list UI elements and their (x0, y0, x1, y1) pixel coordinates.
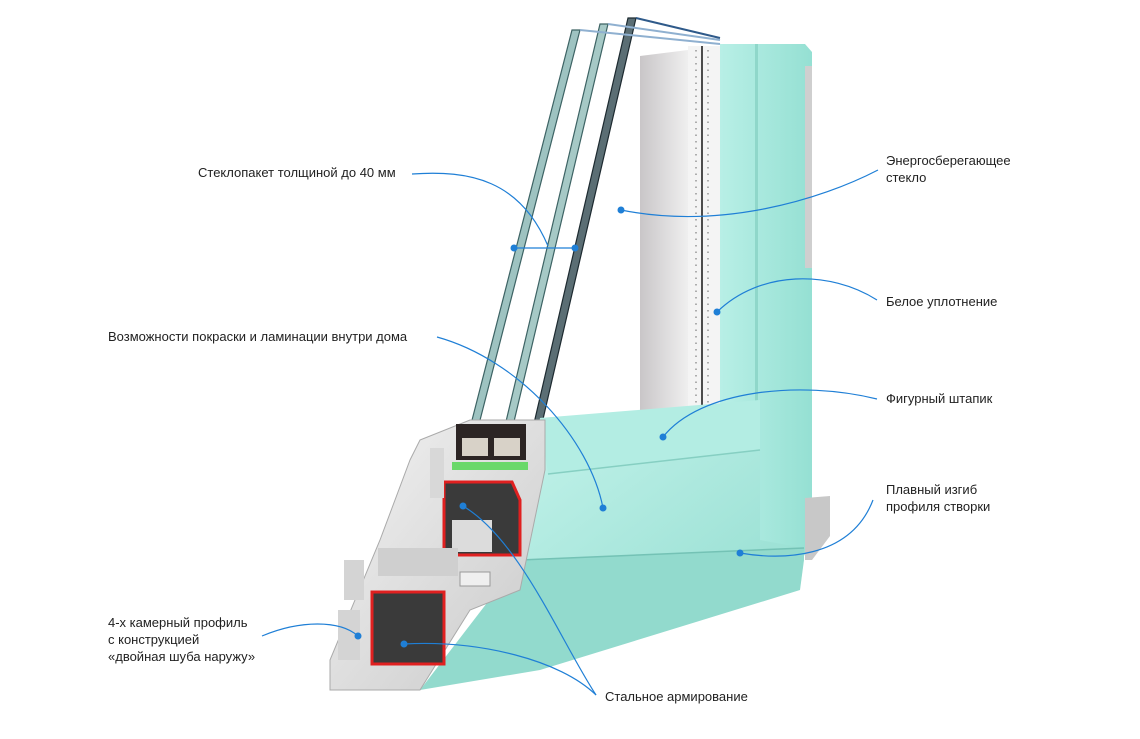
chamber (378, 548, 458, 576)
leader-dots (354, 206, 744, 648)
glass-pane-inner (531, 17, 637, 433)
label-glazing-bead: Фигурный штапик (886, 390, 992, 407)
leader-lines (261, 169, 879, 696)
leader-glazing-bead (662, 389, 878, 438)
label-line: Энергосберегающее (886, 153, 1011, 168)
label-line: Белое уплотнение (886, 294, 998, 309)
frame-steel-reinforcement (370, 590, 446, 666)
glass-top-edge (579, 29, 721, 45)
white-seal (688, 46, 720, 418)
chamber (344, 560, 364, 600)
label-steel-reinforcement: Стальное армирование (605, 688, 748, 705)
label-paint-lamination: Возможности покраски и ламинации внутри … (108, 328, 407, 345)
leader-white-seal (716, 278, 878, 313)
desiccant (494, 438, 520, 456)
inner-reveal (640, 46, 720, 418)
label-line: профиля створки (886, 499, 991, 514)
dot-low-e-glass (617, 206, 625, 214)
dot-steel-sash (459, 502, 467, 510)
frame-edge (805, 66, 812, 268)
dot-steel-frame (400, 640, 408, 648)
chamber (430, 448, 444, 498)
hardware-slot (459, 571, 491, 587)
label-line: Возможности покраски и ламинации внутри … (108, 329, 408, 344)
dot-glazing-outer (510, 244, 518, 252)
leader-smooth-bend (739, 499, 874, 557)
label-low-e-glass: Энергосберегающее стекло (886, 152, 1011, 186)
label-line: Стальное армирование (605, 689, 748, 704)
sash-edge (519, 547, 805, 561)
leader-low-e-glass (620, 169, 879, 218)
label-four-chamber: 4-х камерный профиль с конструкцией «дво… (108, 614, 255, 665)
dot-paint-lamination (599, 504, 607, 512)
label-glazing: Стеклопакет толщиной до 40 мм (198, 164, 396, 181)
leader-glazing (411, 172, 549, 247)
label-line: «двойная шуба наружу» (108, 649, 256, 664)
dot-glazing-inner (571, 244, 579, 252)
drip-cap (805, 496, 830, 560)
profile-cross-section (329, 419, 546, 691)
bead-edge (547, 449, 761, 475)
glass-top-edge (607, 23, 721, 41)
dot-smooth-bend (736, 549, 744, 557)
label-line: Плавный изгиб (886, 482, 978, 497)
label-line: Фигурный штапик (886, 391, 993, 406)
label-line: с конструкцией (108, 632, 200, 647)
label-white-seal: Белое уплотнение (886, 293, 997, 310)
glass-top-edge (635, 17, 721, 39)
label-line: стекло (886, 170, 927, 185)
chamber (338, 610, 360, 660)
reveal-wall (640, 50, 688, 418)
leader-paint-lamination (436, 336, 604, 509)
label-smooth-bend: Плавный изгиб профиля створки (886, 481, 990, 515)
desiccant (462, 438, 488, 456)
dot-white-seal (713, 308, 721, 316)
glass-pane-middle (503, 23, 609, 431)
dot-glazing-bead (659, 433, 667, 441)
leader-four-chamber (261, 623, 359, 637)
label-line: Стеклопакет толщиной до 40 мм (198, 165, 396, 180)
leader-steel-frame (403, 642, 597, 696)
glass-unit (469, 17, 721, 433)
leader-steel-sash (462, 505, 597, 696)
sash-chamber (452, 520, 492, 552)
label-line: 4-х камерный профиль (108, 615, 248, 630)
dot-four-chamber (354, 632, 362, 640)
green-spacer (452, 462, 528, 470)
